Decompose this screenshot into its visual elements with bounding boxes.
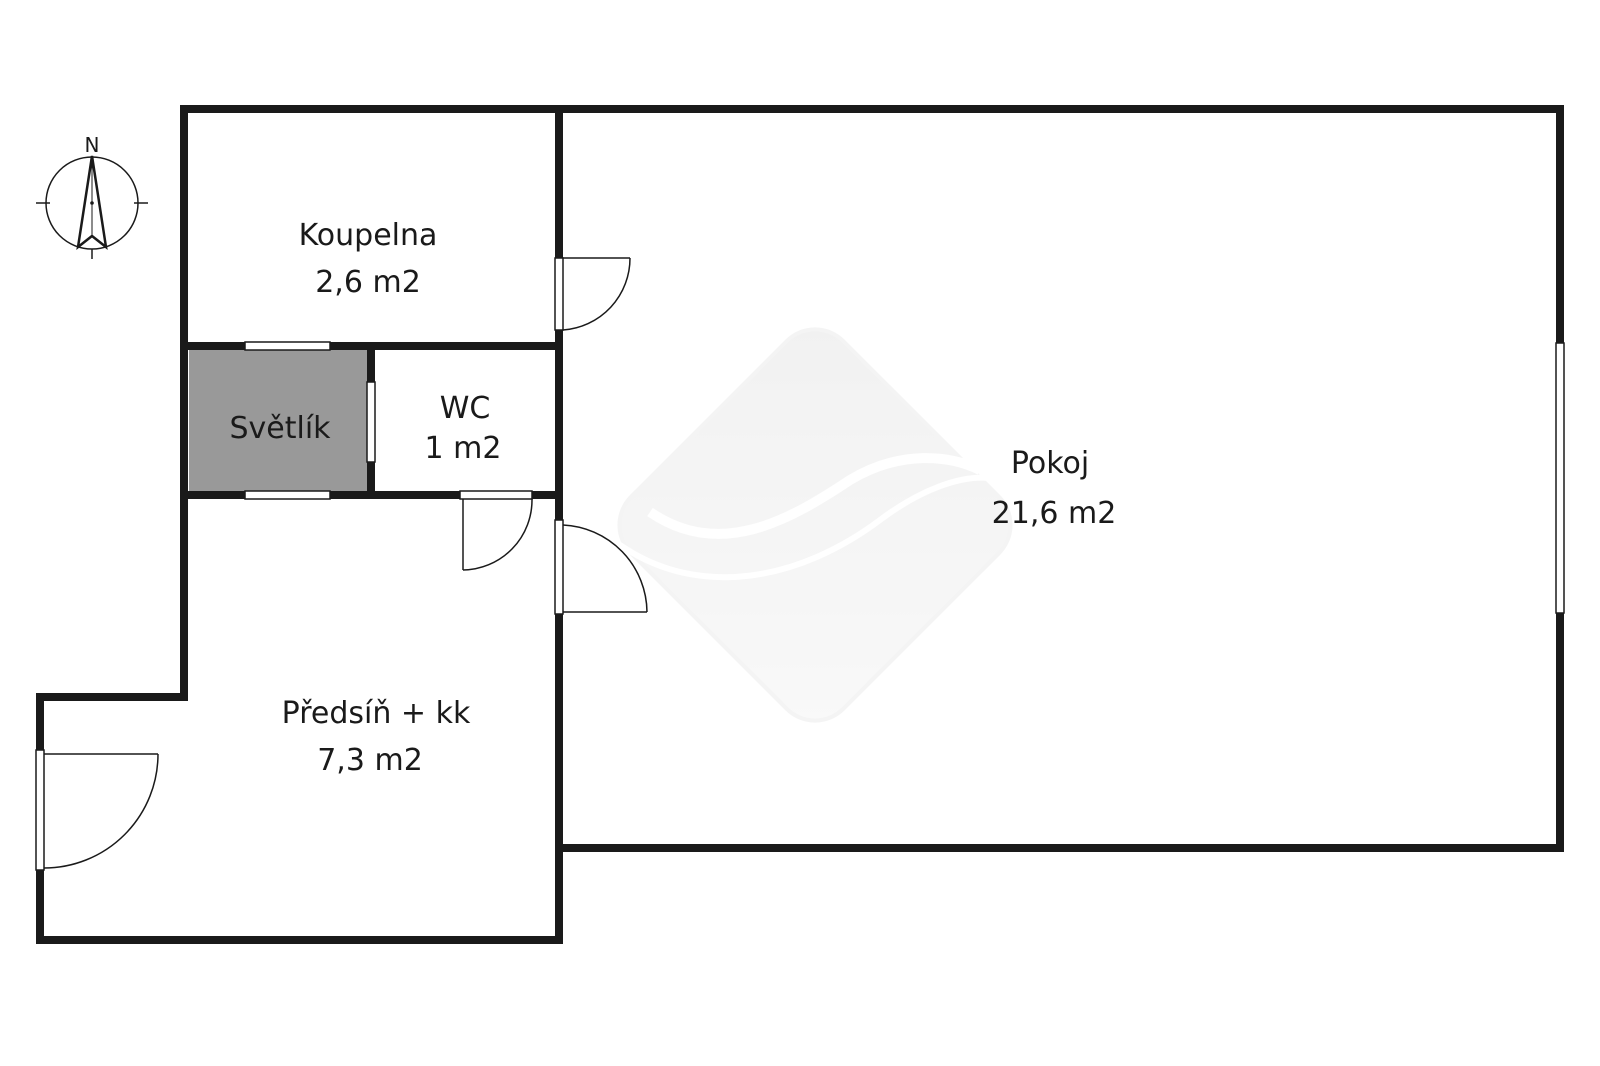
window-svetlik-bottom [244,490,331,500]
door-koupelna-icon [562,257,631,331]
room-name-koupelna: Koupelna [299,218,438,253]
room-area-predsin: 7,3 m2 [317,743,423,778]
svetlik-fill [189,350,367,491]
room-name-svetlik: Světlík [229,411,331,446]
room-area-wc: 1 m2 [425,431,502,466]
window-pokoj-east [1555,342,1565,614]
door-gap-wc [459,490,533,500]
compass-icon: N [36,133,148,259]
door-predsin-pokoj-icon [562,524,648,613]
compass-north-letter: N [85,133,100,157]
room-area-koupelna: 2,6 m2 [315,265,421,300]
watermark-logo-icon [617,327,1013,723]
window-svetlik-wc [366,381,376,463]
room-name-wc: WC [440,391,491,426]
door-gap-koupelna [554,257,564,331]
door-wc-icon [462,498,533,571]
room-name-predsin: Předsíň + kk [282,696,471,731]
room-name-pokoj: Pokoj [1011,446,1089,481]
window-svetlik-top [244,341,331,351]
room-area-pokoj: 21,6 m2 [992,496,1117,531]
door-gap-entry [35,749,45,871]
door-gap-predsin-pokoj [554,519,564,615]
door-entry-icon [43,753,159,869]
